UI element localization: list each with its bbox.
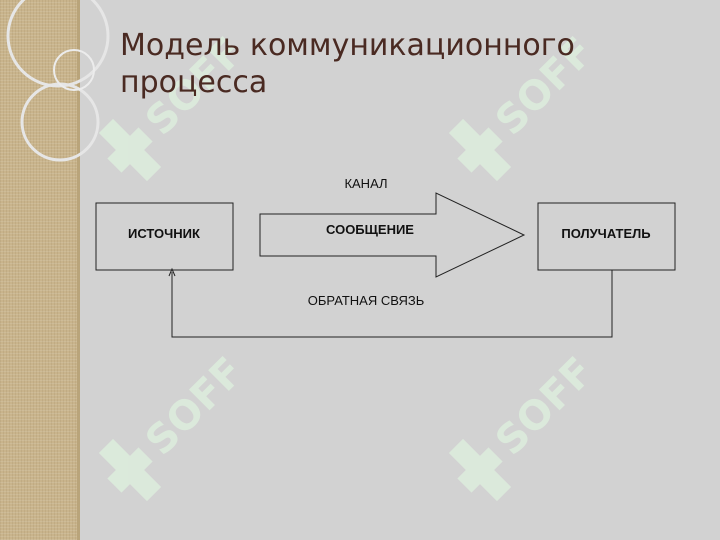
deco-circle-inner [53,49,95,91]
feedback-arrowhead [168,267,176,277]
message-label: СООБЩЕНИЕ [326,222,414,237]
receiver-label: ПОЛУЧАТЕЛЬ [561,226,650,241]
source-label: ИСТОЧНИК [128,226,200,241]
channel-label: КАНАЛ [344,176,387,191]
feedback-label: ОБРАТНАЯ СВЯЗЬ [308,293,425,308]
watermark-mark-icon [448,118,512,182]
watermark-mark-icon [448,438,512,502]
feedback-loop-line [171,270,613,338]
watermark-mark-icon [98,438,162,502]
message-arrow [259,192,526,278]
deco-circle-large [6,0,110,88]
source-box [95,202,234,271]
slide-title: Модель коммуникационного процесса [120,28,575,100]
receiver-box [537,202,676,271]
